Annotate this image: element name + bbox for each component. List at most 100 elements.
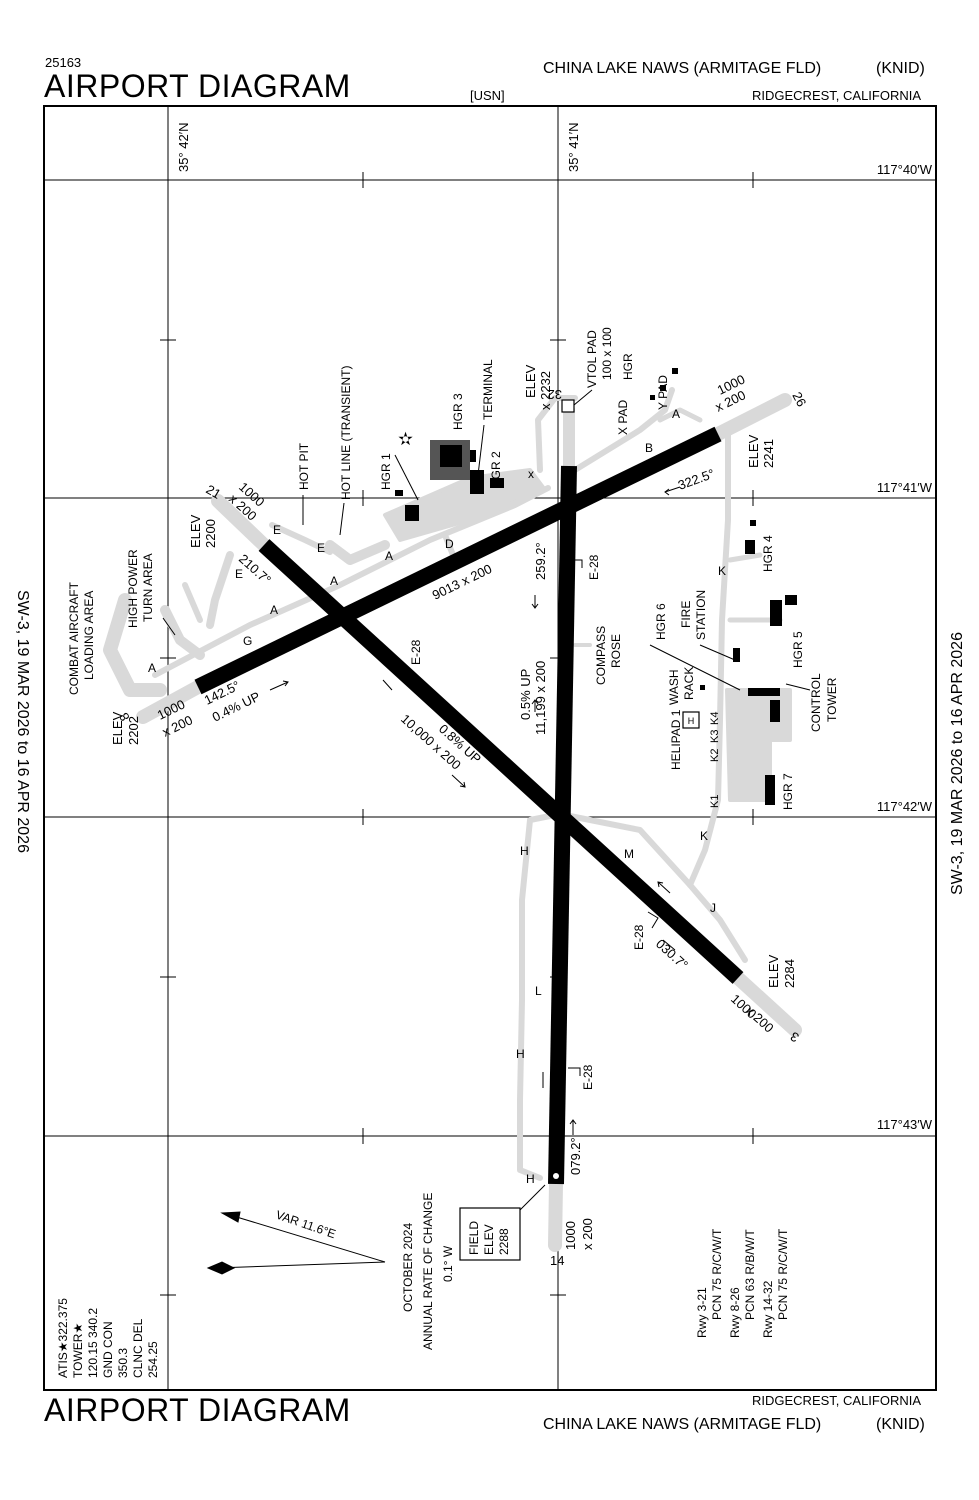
high-power-line1: HIGH POWER <box>126 549 140 628</box>
freq-tower-label: TOWER★ <box>71 1323 85 1378</box>
annual-change-line2: ANNUAL RATE OF CHANGE <box>421 1193 435 1350</box>
rwy-14-number: 14 <box>550 1253 564 1268</box>
taxiway-h <box>517 812 558 1181</box>
overrun-rwy-3 <box>731 971 802 1037</box>
taxiway-label-h-3: H <box>526 1172 535 1186</box>
pcn-rwy-3-21-value: PCN 75 R/C/W/T <box>710 1228 724 1320</box>
taxiway-label-h-1: H <box>520 844 529 858</box>
field-elevation-box <box>459 1207 521 1261</box>
annual-change-line3: 0.1° W <box>441 1245 455 1282</box>
hgr-label: HGR <box>621 353 635 380</box>
small-building <box>672 368 678 374</box>
hgr1-label: HGR 1 <box>379 453 393 490</box>
footer-location: RIDGECREST, CALIFORNIA <box>752 1393 922 1408</box>
e28-rwy-14-32-south: E-28 <box>581 1064 595 1090</box>
terminal-label: TERMINAL <box>481 359 495 420</box>
overrun-14-length: 1000 <box>563 1221 578 1250</box>
freq-clnc-value: 254.25 <box>146 1341 160 1378</box>
pcn-rwy-14-32-value: PCN 75 R/C/W/T <box>776 1228 790 1320</box>
direction-arrows <box>269 486 681 1135</box>
taxiway-b <box>572 387 675 473</box>
small-building <box>700 685 705 690</box>
lon-label-41: 117°41′W <box>877 480 933 495</box>
airport-name: CHINA LAKE NAWS (ARMITAGE FLD) <box>543 60 822 77</box>
hgr4-label: HGR 4 <box>761 535 775 572</box>
taxiway-label-l: L <box>535 984 542 998</box>
field-elev-line3: 2288 <box>497 1228 511 1255</box>
high-power-line2: TURN AREA <box>141 553 155 622</box>
pcn-block: Rwy 3-21 PCN 75 R/C/W/T Rwy 8-26 PCN 63 … <box>695 1228 790 1338</box>
compass-rose-line1: COMPASS <box>594 626 608 685</box>
rwy-32-number: 32 <box>548 387 562 402</box>
taxiway-label-g: G <box>243 634 252 648</box>
taxiway-network <box>103 387 802 1252</box>
combat-area-line1: COMBAT AIRCRAFT <box>67 581 81 695</box>
taxiway-label-k2: K2 <box>709 749 721 762</box>
taxiway-label-a-2: A <box>330 574 338 588</box>
helipad-symbol: H <box>688 716 695 726</box>
taxiway-north <box>535 395 578 473</box>
taxiway-label-a-west: A <box>148 661 156 675</box>
combat-loading-area <box>103 593 167 697</box>
freq-gnd-label: GND CON <box>101 1321 115 1378</box>
pcn-rwy-14-32-label: Rwy 14-32 <box>761 1280 775 1338</box>
taxiway-label-k1: K1 <box>709 795 721 808</box>
hot-line-label: HOT LINE (TRANSIENT) <box>339 366 353 500</box>
hgr5-label: HGR 5 <box>791 631 805 668</box>
hgr5-building <box>770 600 782 626</box>
elev-rwy-8-value: 2202 <box>126 716 141 745</box>
elev-rwy-3-label: ELEV <box>766 954 781 988</box>
overrun-rwy-14 <box>548 1177 563 1252</box>
page-title: AIRPORT DIAGRAM <box>44 68 351 104</box>
rwy-14-32-size: 11,199 x 200 <box>533 661 548 735</box>
x-pad-label: X PAD <box>616 400 630 435</box>
e28-rwy-3-21: E-28 <box>409 639 423 665</box>
runways <box>194 426 744 1185</box>
hgr4-taxiway <box>727 552 763 563</box>
leader-lines <box>162 389 811 1211</box>
rwy-14-32-slope: 0.5% UP <box>518 669 533 720</box>
lon-label-42: 117°42′W <box>877 799 933 814</box>
connector-taxiway <box>182 582 203 623</box>
footer-airport-ident: (KNID) <box>876 1416 925 1433</box>
runway-8-26 <box>194 426 722 695</box>
combat-area-line2: LOADING AREA <box>82 591 96 680</box>
small-building <box>750 520 756 526</box>
runway-3-21 <box>258 539 744 984</box>
variation-label: VAR 11.6°E <box>274 1208 338 1242</box>
hgr3-label: HGR 3 <box>451 393 465 430</box>
overrun-rwy-8 <box>136 680 205 724</box>
freq-tower-values: 120.15 340.2 <box>86 1308 100 1378</box>
small-building <box>650 395 655 400</box>
effective-dates-left: SW-3, 19 MAR 2026 to 16 APR 2026 <box>14 590 31 853</box>
pcn-rwy-8-26-label: Rwy 8-26 <box>728 1287 742 1338</box>
taxiway-label-k-2: K <box>700 829 708 843</box>
elev-rwy-26-label: ELEV <box>746 434 761 468</box>
helipad-label: HELIPAD 1 <box>669 709 683 770</box>
hgr6-label: HGR 6 <box>654 603 668 640</box>
tower-line1: CONTROL <box>809 673 823 732</box>
footer-airport-name: CHINA LAKE NAWS (ARMITAGE FLD) <box>543 1416 822 1433</box>
e28-rwy-14-32-north: E-28 <box>587 554 601 580</box>
freq-atis: ATIS★322.375 <box>56 1298 70 1378</box>
freq-gnd-value: 350.3 <box>116 1348 130 1378</box>
pcn-rwy-3-21-label: Rwy 3-21 <box>695 1287 709 1338</box>
small-building <box>470 450 476 462</box>
taxiway-labels: A A A A A B D E E E G H H H J K K K1 K2 … <box>148 407 726 1186</box>
buildings <box>395 368 797 805</box>
footer-title: AIRPORT DIAGRAM <box>44 1392 351 1428</box>
small-building <box>785 595 797 605</box>
vtol-pad <box>561 399 575 413</box>
freq-clnc-label: CLNC DEL <box>131 1318 145 1378</box>
taxiway-label-e-3: E <box>235 567 243 581</box>
hgr7-building <box>765 775 775 805</box>
taxiway-label-k4: K4 <box>709 712 721 725</box>
taxiway-label-h-2: H <box>516 1047 525 1061</box>
unlit-marker: x <box>528 467 534 481</box>
effective-dates-right: SW-3, 19 MAR 2026 to 16 APR 2026 <box>949 632 966 895</box>
lon-label-40: 117°40′W <box>877 162 933 177</box>
tower-line2: TOWER <box>825 677 839 722</box>
hgr3-core <box>440 445 462 467</box>
hgr6-building <box>733 648 740 662</box>
